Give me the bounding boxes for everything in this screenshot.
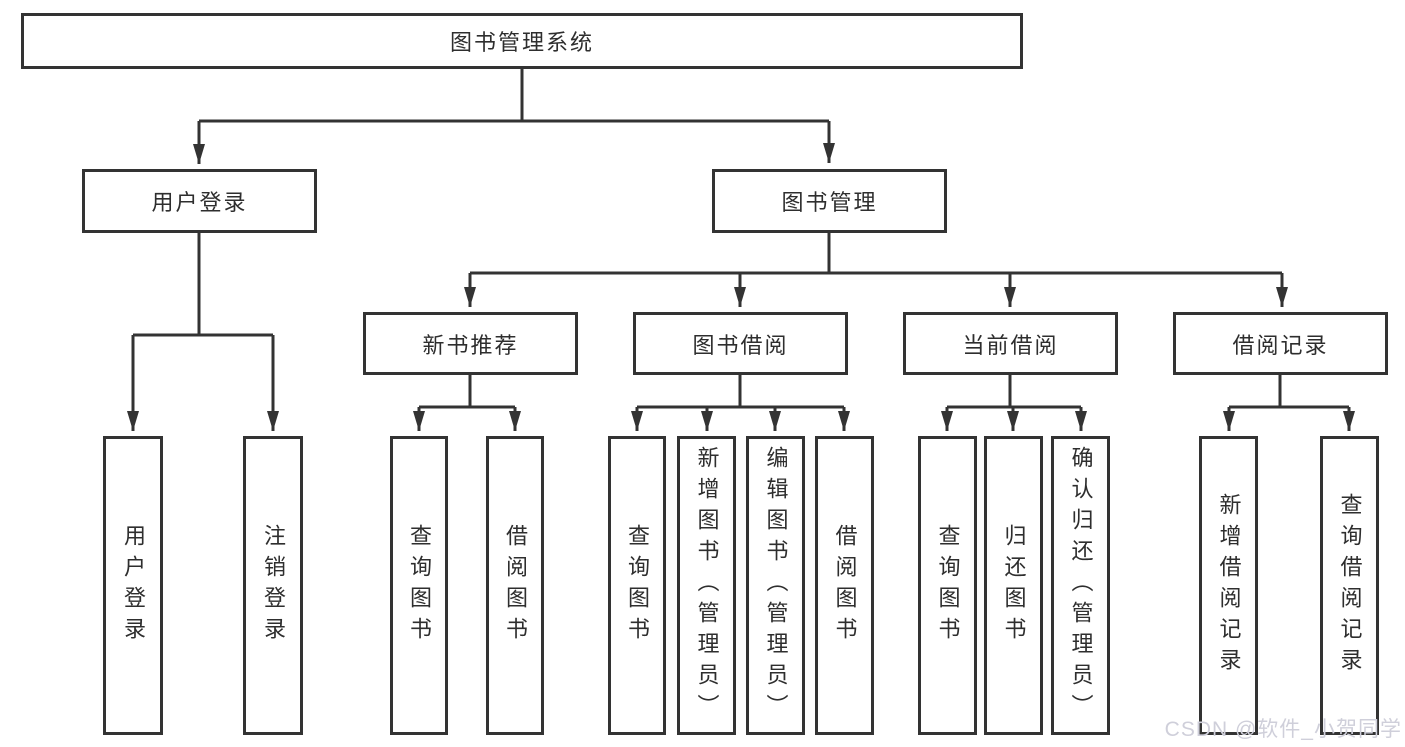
node-current-borrow: 当前借阅 <box>903 312 1118 375</box>
leaf-label: 查询借阅记录 <box>1337 492 1363 679</box>
leaf-confirm-return-admin: 确认归还（管理员） <box>1051 436 1110 735</box>
leaf-label: 确认归还（管理员） <box>1068 446 1094 725</box>
leaf-label: 查询图书 <box>407 523 432 648</box>
node-user-login-branch: 用户登录 <box>82 169 317 233</box>
node-library-system: 图书管理系统 <box>21 13 1023 69</box>
leaf-user-login: 用户登录 <box>103 436 163 735</box>
leaf-add-borrow-record: 新增借阅记录 <box>1199 436 1258 735</box>
leaf-label: 查询图书 <box>625 523 650 648</box>
leaf-add-book-admin: 新增图书（管理员） <box>677 436 736 735</box>
node-borrow-records: 借阅记录 <box>1173 312 1388 375</box>
leaf-label: 借阅图书 <box>503 523 528 648</box>
leaf-label: 新增图书（管理员） <box>694 446 720 725</box>
leaf-logout: 注销登录 <box>243 436 303 735</box>
leaf-label: 新增借阅记录 <box>1216 492 1242 679</box>
leaf-query-books-current: 查询图书 <box>918 436 977 735</box>
leaf-label: 用户登录 <box>121 523 146 648</box>
node-book-borrow: 图书借阅 <box>633 312 848 375</box>
leaf-return-book: 归还图书 <box>984 436 1043 735</box>
leaf-label: 注销登录 <box>261 523 286 648</box>
node-new-book-recommend: 新书推荐 <box>363 312 578 375</box>
leaf-label: 编辑图书（管理员） <box>763 446 789 725</box>
leaf-label: 查询图书 <box>935 523 961 648</box>
leaf-edit-book-admin: 编辑图书（管理员） <box>746 436 805 735</box>
leaf-query-books-borrow: 查询图书 <box>608 436 666 735</box>
leaf-label: 归还图书 <box>1001 523 1027 648</box>
node-book-management-branch: 图书管理 <box>712 169 947 233</box>
leaf-borrow-books-recommend: 借阅图书 <box>486 436 544 735</box>
leaf-query-books-recommend: 查询图书 <box>390 436 448 735</box>
leaf-query-borrow-record: 查询借阅记录 <box>1320 436 1379 735</box>
leaf-label: 借阅图书 <box>832 523 858 648</box>
leaf-borrow-books-borrow: 借阅图书 <box>815 436 874 735</box>
